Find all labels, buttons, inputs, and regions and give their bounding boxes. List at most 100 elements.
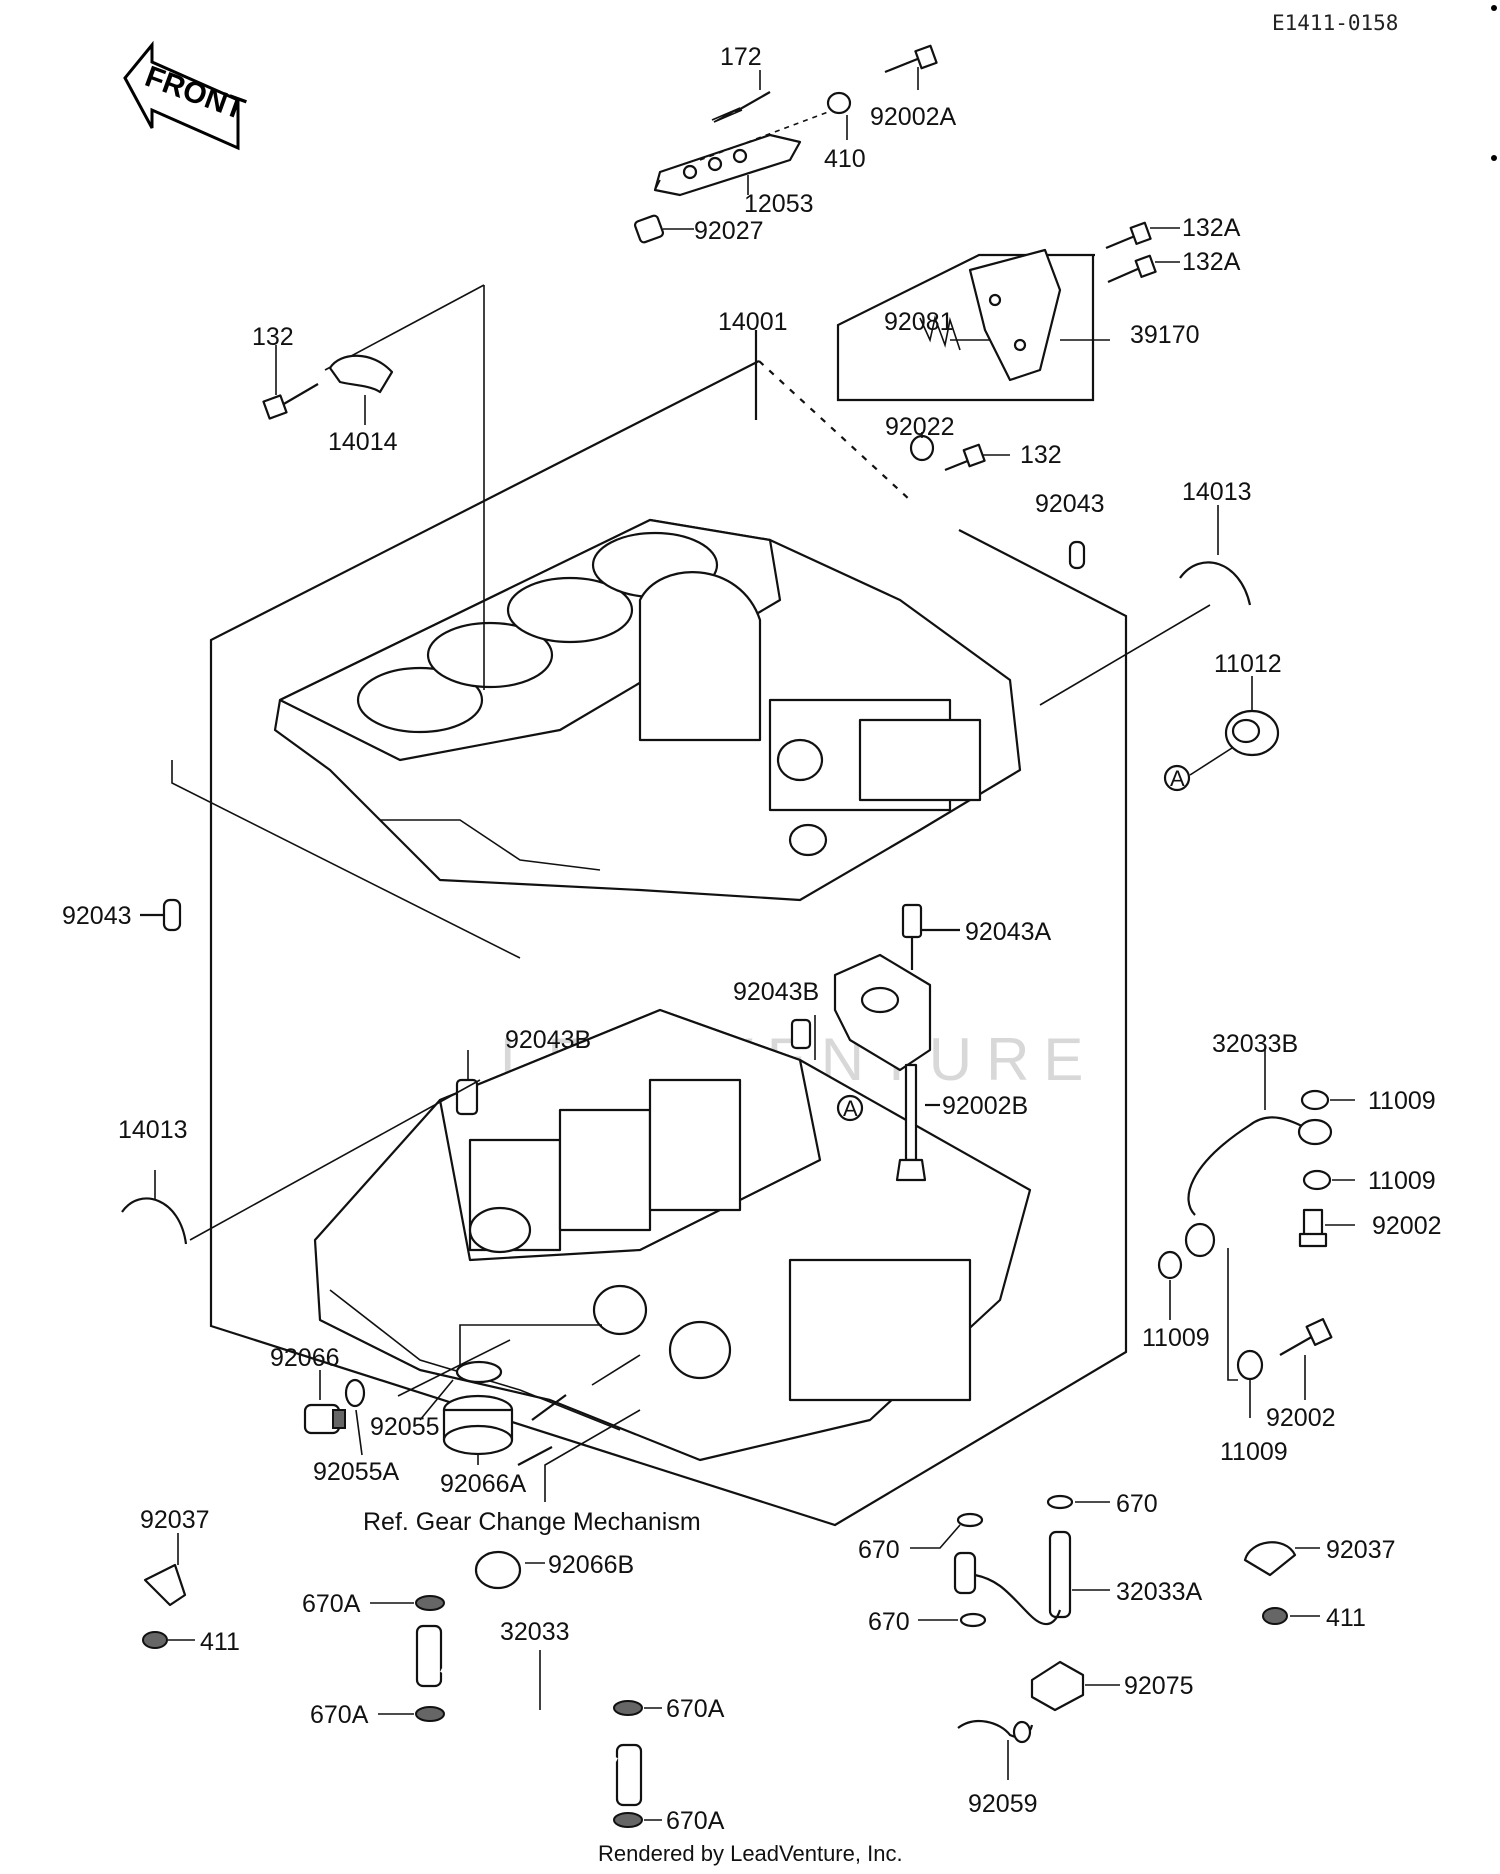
bolt-92002A <box>884 44 938 90</box>
label-92055A: 92055A <box>313 1458 400 1486</box>
label-12053: 12053 <box>744 190 814 218</box>
oil-pipe-32033A <box>953 1530 1110 1626</box>
label-14001: 14001 <box>718 308 788 336</box>
pipe-92059 <box>957 1719 1034 1780</box>
drain-plug-92066 <box>303 1370 346 1435</box>
oil-pipe-32033B <box>1184 1046 1333 1258</box>
o-ring-670-1 <box>1046 1494 1074 1510</box>
damper-92075 <box>1030 1660 1120 1712</box>
label-670-1: 670 <box>1116 1490 1158 1518</box>
label-92043A: 92043A <box>965 918 1052 946</box>
edge-mark <box>1491 155 1497 161</box>
label-14013-left: 14013 <box>118 1116 188 1144</box>
leader <box>355 1409 363 1456</box>
leader <box>419 1379 454 1421</box>
washer-411-right <box>1262 1607 1288 1625</box>
stud-gear-change-1 <box>531 1394 567 1421</box>
label-92066: 92066 <box>270 1344 340 1372</box>
dowel-pin-92043-left <box>162 898 182 932</box>
label-92022: 92022 <box>885 413 955 441</box>
label-92043-left: 92043 <box>62 902 132 930</box>
label-92055: 92055 <box>370 1413 440 1441</box>
stud-gear-change-2 <box>517 1446 553 1466</box>
crankcase-assembly-outline <box>209 360 1128 1527</box>
oil-seal-11012 <box>1189 676 1280 776</box>
gasket-11009-4 <box>1236 1349 1264 1381</box>
o-ring-670-2 <box>956 1512 984 1528</box>
label-92002B: 92002B <box>942 1092 1028 1120</box>
leader <box>397 1339 511 1397</box>
label-670A-2: 670A <box>310 1701 369 1729</box>
gasket-92055A <box>344 1378 366 1408</box>
label-32033A: 32033A <box>1116 1578 1203 1606</box>
label-11009-3: 11009 <box>1142 1324 1210 1352</box>
o-ring-92055 <box>455 1360 503 1384</box>
label-92043B-2: 92043B <box>505 1026 591 1054</box>
filter-92066A <box>442 1394 514 1465</box>
label-92043-top: 92043 <box>1035 490 1105 518</box>
label-670A-1: 670A <box>302 1590 361 1618</box>
label-92037-left: 92037 <box>140 1506 210 1534</box>
leader <box>189 1079 481 1241</box>
label-11012: 11012 <box>1214 650 1282 678</box>
crankcase-half-seal-left <box>121 1197 188 1245</box>
oil-pipe-32033 <box>415 1624 643 1807</box>
dowel-pin-92043-top <box>1068 540 1086 570</box>
label-92066B: 92066B <box>548 1551 634 1579</box>
bolt-132A-1 <box>1105 221 1180 250</box>
label-411-left: 411 <box>200 1628 240 1656</box>
label-14014: 14014 <box>328 428 398 456</box>
outline-segment <box>758 360 911 501</box>
chain-guide-12053 <box>653 133 802 197</box>
crankcase-half-seal-right <box>1179 561 1252 606</box>
leader <box>910 1524 961 1549</box>
clamp-92037-left <box>143 1533 187 1607</box>
label-670-2: 670 <box>858 1536 900 1564</box>
label-ref-a-mid: A <box>843 1096 858 1121</box>
o-ring-670A-2 <box>415 1706 445 1722</box>
label-92002-1: 92002 <box>1372 1212 1442 1240</box>
label-132-top: 132 <box>252 323 294 351</box>
dowel-pin-92043B-lower <box>455 1078 479 1116</box>
render-credit: Rendered by LeadVenture, Inc. <box>598 1841 903 1866</box>
tensioner-box <box>836 253 1095 402</box>
label-11009-1: 11009 <box>1368 1087 1436 1115</box>
label-32033: 32033 <box>500 1618 570 1646</box>
bolt-132-top <box>262 345 319 420</box>
label-92027: 92027 <box>694 217 764 245</box>
label-670-3: 670 <box>868 1608 910 1636</box>
bracket-14014 <box>328 354 394 394</box>
edge-mark <box>1491 5 1497 11</box>
banjo-bolt-92002-2 <box>1279 1318 1333 1400</box>
label-ref-a-right: A <box>1170 766 1185 791</box>
label-132A-2: 132A <box>1182 248 1241 276</box>
label-411-right: 411 <box>1326 1604 1366 1632</box>
gasket-11009-2 <box>1302 1169 1332 1191</box>
cap-92066B <box>474 1550 545 1590</box>
gear-change-reference: Ref. Gear Change Mechanism <box>363 1508 701 1536</box>
washer-410 <box>826 91 852 115</box>
leader <box>591 1354 641 1386</box>
label-410: 410 <box>824 145 866 173</box>
clamp-92037-right <box>1243 1541 1320 1577</box>
bolt-132A-2 <box>1107 254 1180 284</box>
leader <box>699 111 829 161</box>
label-11009-4: 11009 <box>1220 1438 1288 1466</box>
o-ring-670A-1 <box>415 1595 445 1611</box>
washer-411-left <box>142 1631 168 1649</box>
label-670A-3: 670A <box>666 1695 725 1723</box>
label-92043B-1: 92043B <box>733 978 819 1006</box>
label-92002A: 92002A <box>870 103 957 131</box>
leader <box>544 1409 641 1502</box>
collar-92027 <box>633 214 665 244</box>
label-92066A: 92066A <box>440 1470 527 1498</box>
label-92037-right: 92037 <box>1326 1536 1396 1564</box>
label-11009-2: 11009 <box>1368 1167 1436 1195</box>
bearing-cap <box>833 903 960 1182</box>
leader <box>459 1324 602 1365</box>
label-14013-right: 14013 <box>1182 478 1252 506</box>
label-39170: 39170 <box>1130 321 1200 349</box>
o-ring-670A-3 <box>613 1700 643 1716</box>
